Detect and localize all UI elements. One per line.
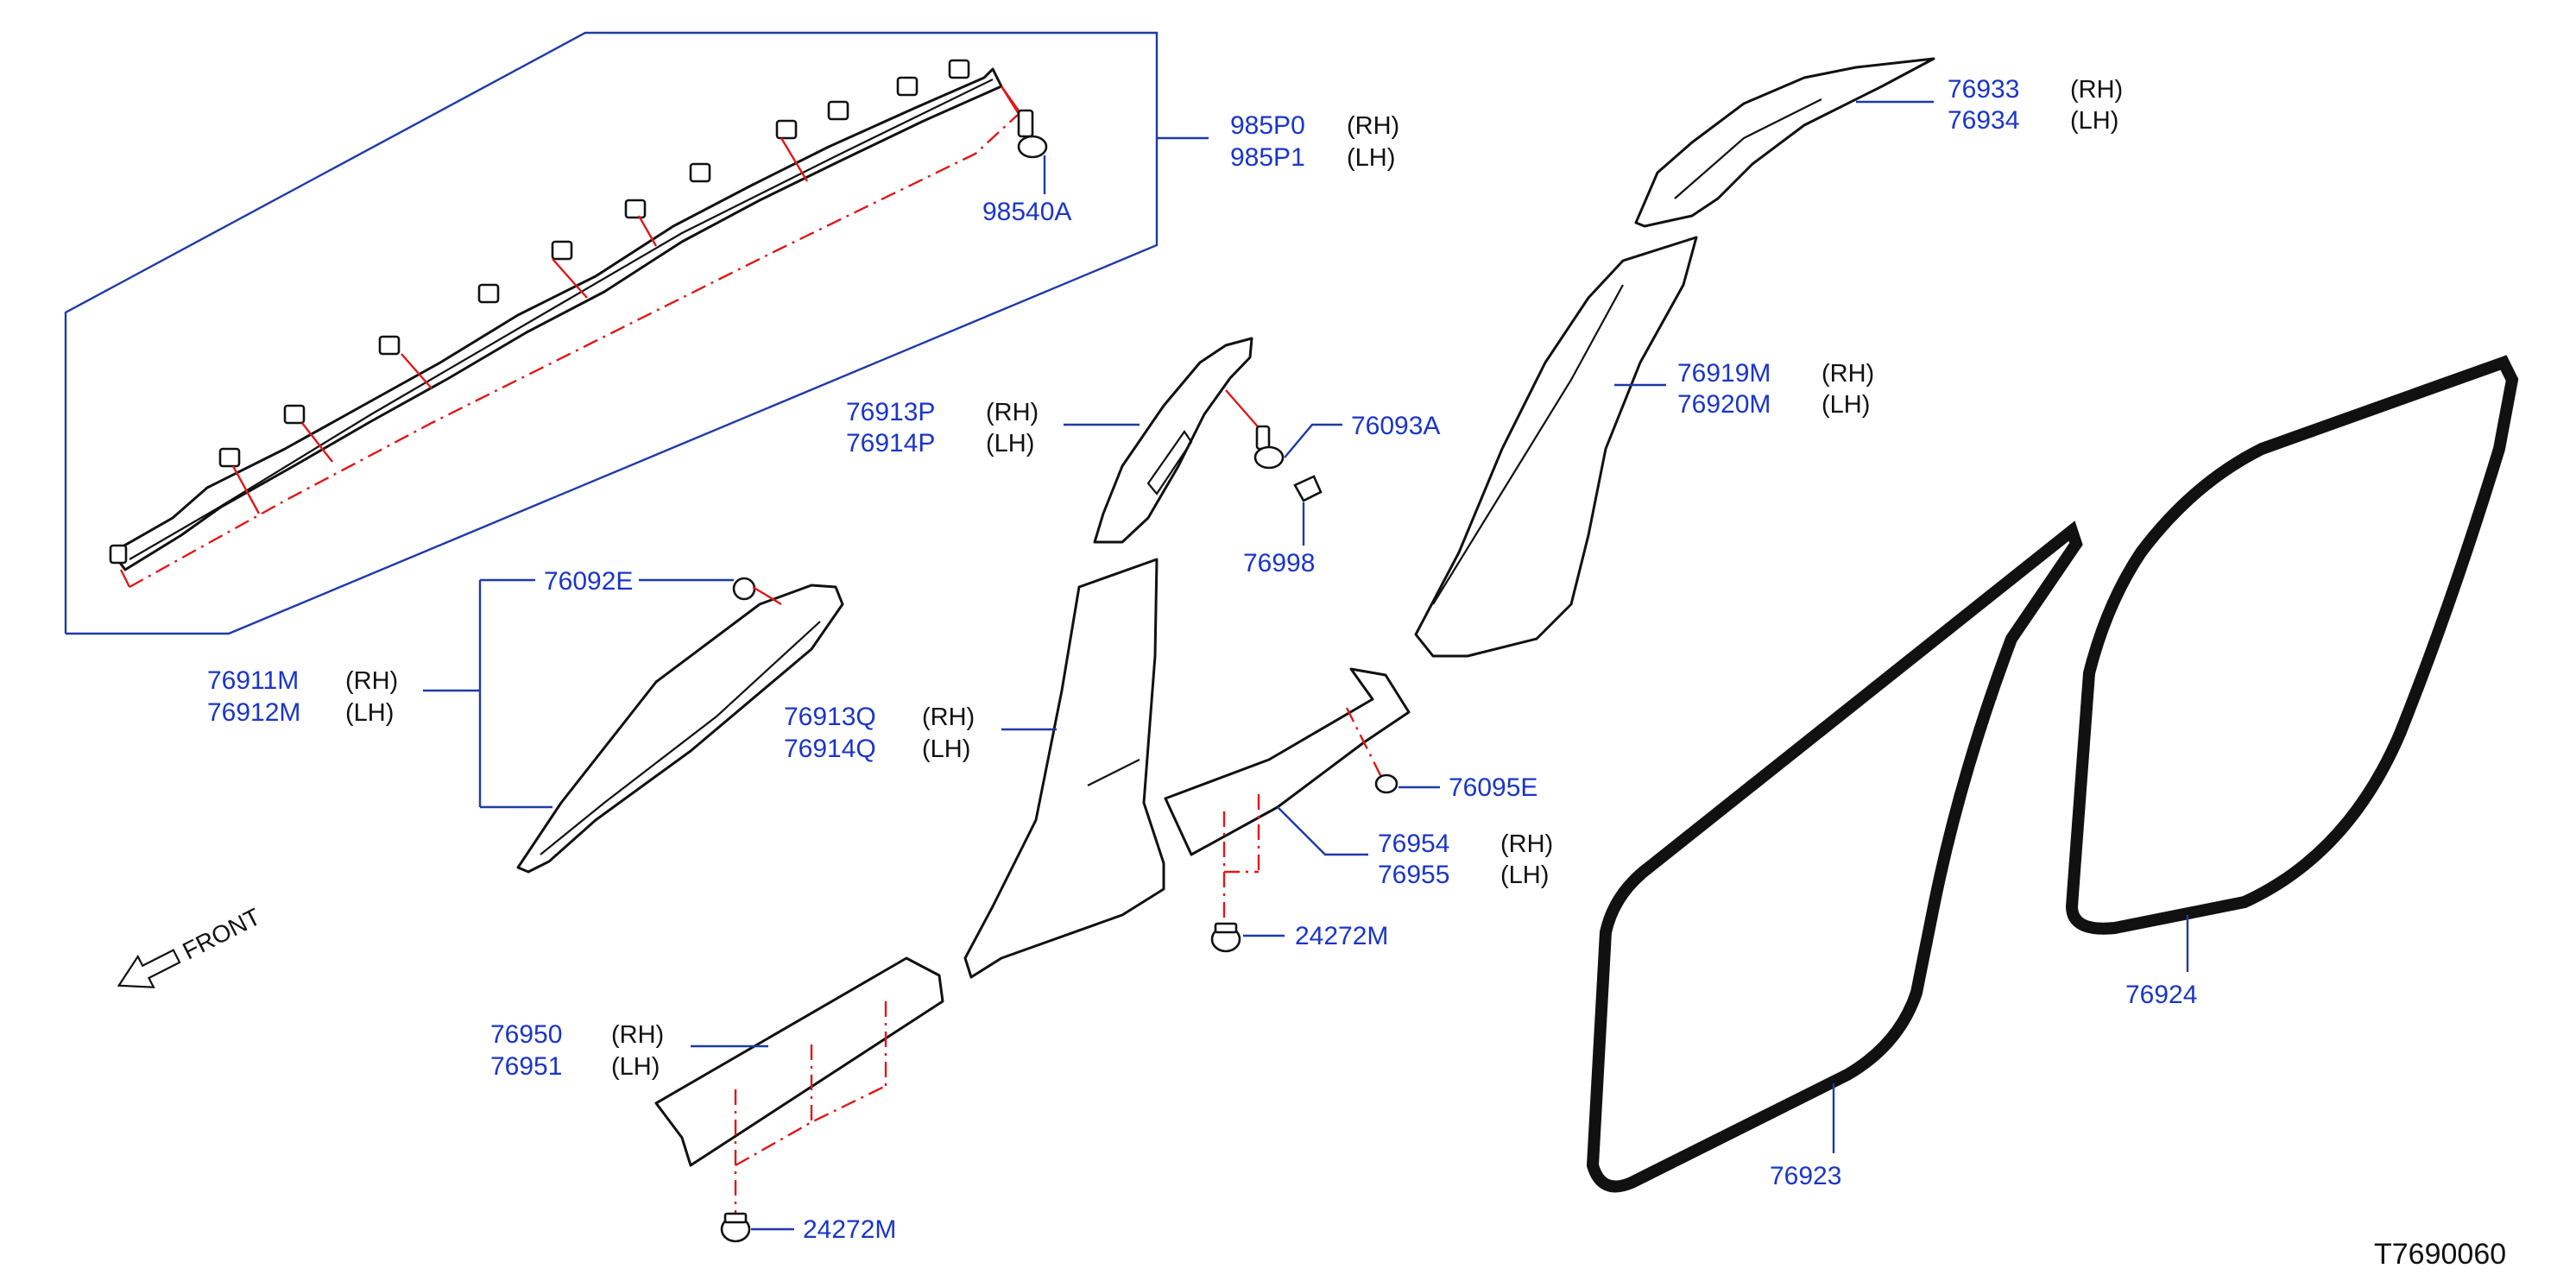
rear-sill-clip-label[interactable]: 24272M [1295,922,1388,950]
airbag-mount-tabs [109,59,970,565]
rear-kicking-plate-lh-label[interactable]: 76955 [1378,861,1449,889]
clip-76998-label[interactable]: 76998 [1243,549,1315,577]
screw-76093a-label[interactable]: 76093A [1351,412,1440,440]
front-kicking-plate-group: 24272M 76950 (RH) 76951 (LH) [490,956,944,1244]
rear-door-weatherstrip-inner [2068,358,2516,932]
b-pillar-lower-group: 76913Q (RH) 76914Q (LH) [784,558,1165,979]
screw-76093a[interactable] [1253,425,1285,470]
clip-76095e-link [1345,707,1383,778]
front-kicking-plate-mount-lines [734,1001,887,1215]
front-kicking-plate-rh-side: (RH) [611,1021,664,1049]
b-pillar-lower-edge [1087,759,1140,786]
a-pillar-upper-lh-side: (LH) [986,430,1034,458]
airbag-bolt-label[interactable]: 98540A [982,198,1071,226]
a-pillar-upper-vent [1146,430,1193,495]
c-pillar-group: 76919M (RH) 76920M (LH) [1414,236,1874,658]
curtain-airbag[interactable] [110,67,1003,571]
a-pillar-upper-garnish[interactable] [1093,337,1253,544]
b-pillar-lower-rh-side: (RH) [922,704,975,731]
rear-door-weatherstrip-group: 76924 [2065,355,2519,1009]
curtain-airbag-group: 98540A 985P0 (RH) 985P1 (LH) [64,31,1399,635]
curtain-airbag-lh-label[interactable]: 985P1 [1230,143,1305,172]
rear-door-weatherstrip[interactable] [2065,355,2519,935]
front-pillar-group: 76092E 76911M (RH) 76912M (LH) [207,567,844,874]
front-door-weatherstrip-group: 76923 [1586,521,2083,1193]
front-direction-marker: FRONT [117,903,265,988]
rear-pillar-upper-group: 76933 (RH) 76934 (LH) [1634,57,2123,228]
rear-kicking-plate[interactable] [1164,667,1411,856]
front-door-weatherstrip-inner [1588,525,2080,1190]
front-sill-clip[interactable] [720,1212,751,1243]
b-pillar-lower-lh-side: (LH) [922,735,970,763]
rear-kicking-plate-rh-label[interactable]: 76954 [1378,830,1449,858]
rear-kicking-plate-group: 76095E 24272M 76954 (RH) 76955 (LH) [1164,667,1553,953]
front-marker-label: FRONT [179,903,265,964]
front-pillar-edge [540,621,821,855]
curtain-airbag-rh-label[interactable]: 985P0 [1230,111,1305,140]
c-pillar-edge [1432,284,1624,605]
rear-kicking-plate-leader [1277,806,1368,856]
front-kicking-plate-lh-side: (LH) [611,1053,660,1081]
clip-76998[interactable] [1293,475,1323,502]
rear-kicking-plate-rh-side: (RH) [1500,830,1553,858]
clip-76095e-label[interactable]: 76095E [1449,773,1537,802]
front-pillar-lh-label[interactable]: 76912M [207,698,300,727]
front-kicking-plate-lh-label[interactable]: 76951 [490,1052,562,1081]
c-pillar-rh-side: (RH) [1822,360,1874,388]
curtain-airbag-rh-side: (RH) [1347,112,1399,140]
front-kicking-plate-rh-label[interactable]: 76950 [490,1020,562,1049]
front-pillar-rh-label[interactable]: 76911M [207,666,299,695]
rear-kicking-plate-lh-side: (LH) [1500,861,1549,889]
airbag-mount-ticks [119,85,1030,588]
c-pillar-lh-label[interactable]: 76920M [1677,390,1771,419]
front-pillar-rh-side: (RH) [345,667,398,695]
airbag-mount-axis [129,113,1020,589]
rear-pillar-upper-rh-label[interactable]: 76933 [1948,75,2019,104]
front-door-weatherstrip-label[interactable]: 76923 [1770,1162,1841,1190]
airbag-group-frame [64,31,1159,635]
c-pillar-lh-side: (LH) [1822,391,1870,419]
rear-pillar-upper-lh-label[interactable]: 76934 [1948,106,2019,135]
front-pillar-lh-side: (LH) [345,699,394,727]
clip-76095e[interactable] [1374,773,1398,794]
airbag-fold-line [129,79,994,560]
front-pillar-clip-link [752,585,782,606]
rear-sill-clip[interactable] [1210,922,1241,953]
a-pillar-screw-link [1225,389,1263,432]
diagram-code: T7690060 [2374,1238,2506,1271]
front-kicking-plate[interactable] [654,956,944,1167]
rear-door-weatherstrip-label[interactable]: 76924 [2125,981,2197,1009]
front-pillar-clip-upper [732,577,756,601]
screw-76093a-leader [1284,423,1342,458]
a-pillar-upper-rh-side: (RH) [986,399,1039,426]
a-pillar-upper-lh-label[interactable]: 76914P [846,429,935,458]
curtain-airbag-lh-side: (LH) [1347,144,1395,172]
c-pillar-rh-label[interactable]: 76919M [1677,359,1771,388]
rear-pillar-upper-lh-side: (LH) [2070,107,2118,135]
a-pillar-upper-group: 76093A 76998 76913P (RH) 76914P (LH) [846,337,1440,577]
rear-pillar-upper-rh-side: (RH) [2070,76,2123,104]
clip-76092e-label[interactable]: 76092E [544,567,633,596]
airbag-bolt[interactable] [1017,109,1048,159]
b-pillar-lower-rh-label[interactable]: 76913Q [784,703,876,731]
rear-pillar-upper-edge [1674,98,1822,199]
c-pillar-garnish[interactable] [1414,236,1698,658]
rear-pillar-upper-garnish[interactable] [1634,57,1935,228]
rear-kicking-plate-mount-lines [1222,794,1260,924]
a-pillar-upper-rh-label[interactable]: 76913P [846,398,935,426]
b-pillar-lower-lh-label[interactable]: 76914Q [784,735,876,763]
front-pillar-garnish[interactable] [516,584,844,874]
front-arrow-icon [117,949,181,988]
front-sill-clip-label[interactable]: 24272M [803,1215,896,1244]
b-pillar-lower-garnish[interactable] [963,558,1165,979]
